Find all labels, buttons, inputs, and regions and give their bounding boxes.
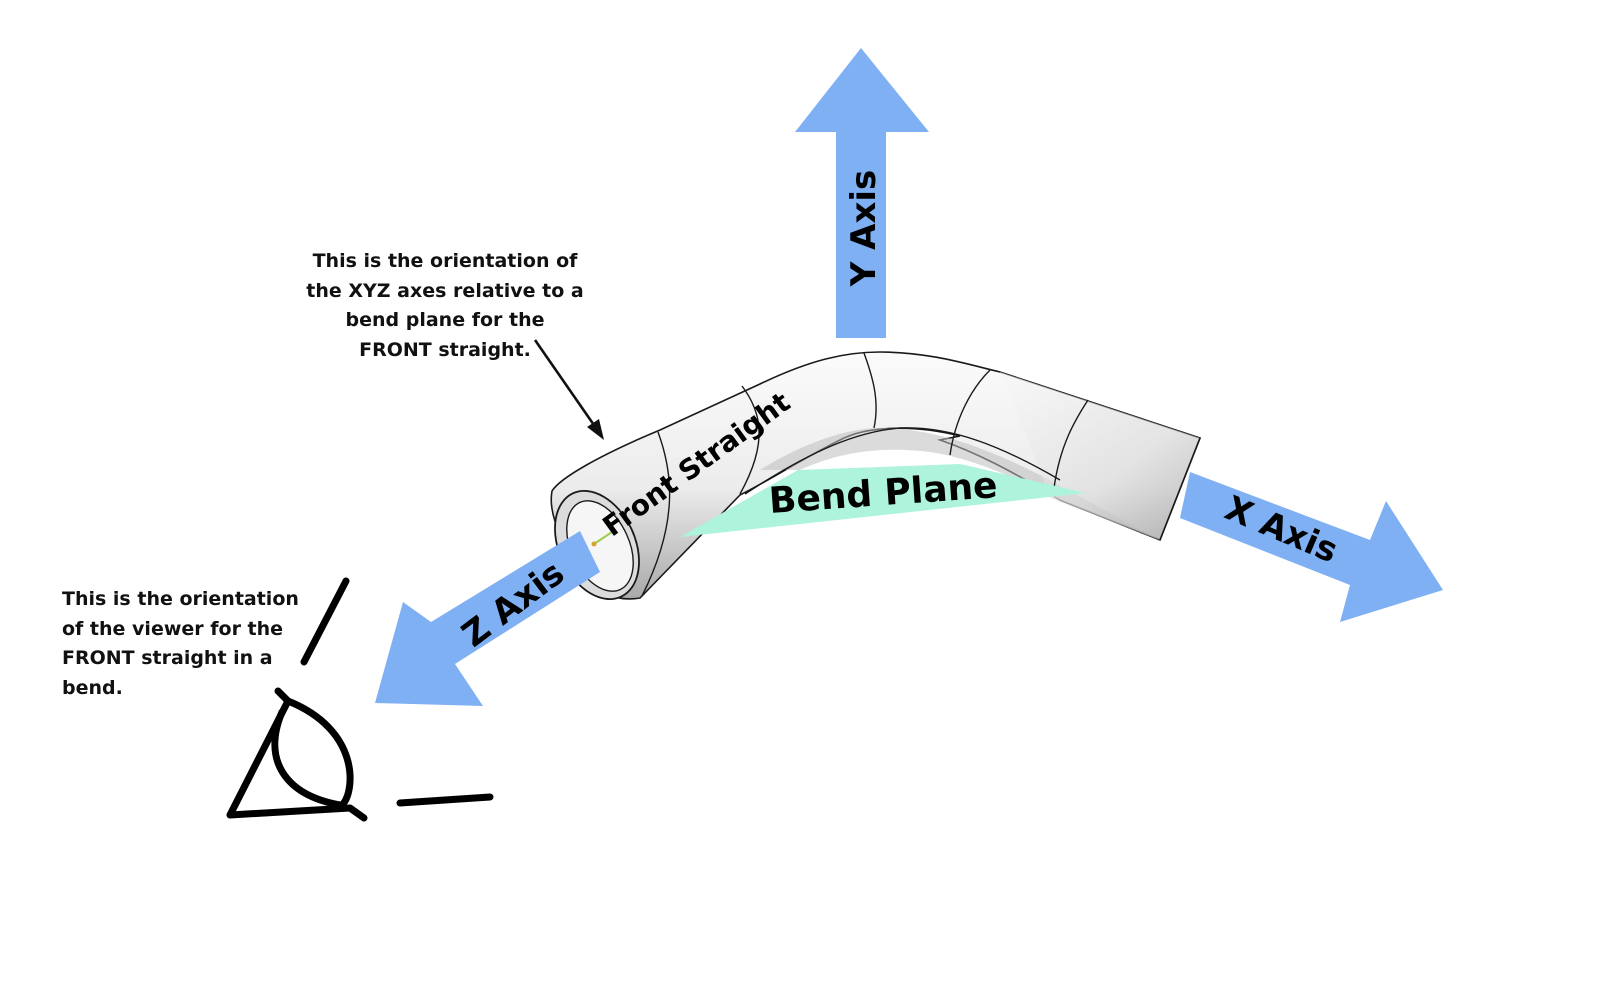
note-line: FRONT straight in a	[62, 647, 273, 669]
note-line: bend.	[62, 676, 123, 699]
note-line: bend plane for the	[345, 309, 545, 331]
y-axis-label: Y Axis	[844, 170, 884, 288]
note-line: FRONT straight.	[359, 338, 531, 361]
note-pointer-arrow	[533, 339, 604, 440]
pipe-bend	[550, 351, 1202, 600]
z-axis-arrow	[375, 531, 600, 706]
x-axis-arrow	[1180, 472, 1443, 622]
note-line: This is the orientation	[62, 588, 299, 610]
note-line: of the viewer for the	[62, 617, 284, 640]
y-axis-arrow	[795, 48, 929, 338]
eye-viewer-icon	[226, 577, 494, 822]
viewer-orientation-note: This is the orientation of the viewer fo…	[62, 585, 322, 703]
note-line: This is the orientation of	[312, 250, 578, 272]
x-axis-label: X Axis	[1219, 488, 1343, 571]
axes-orientation-note: This is the orientation of the XYZ axes …	[290, 247, 600, 365]
bend-plane-shape	[680, 464, 1086, 537]
note-line: the XYZ axes relative to a	[306, 279, 584, 302]
